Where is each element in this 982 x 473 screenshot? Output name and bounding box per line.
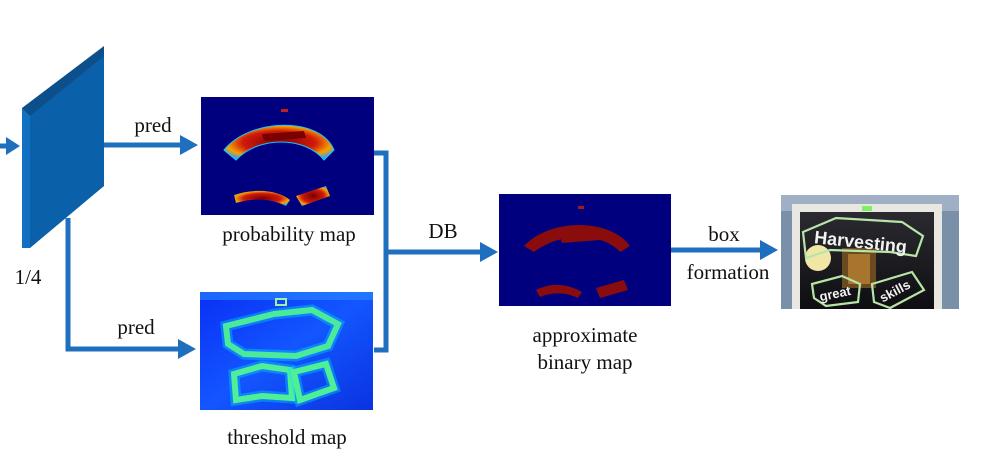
feature-map-front (30, 56, 104, 248)
probability-map-label: probability map (222, 222, 356, 246)
box-formation-arrow (671, 240, 778, 260)
probability-map-image (201, 97, 374, 215)
approximate-binary-map-image (499, 194, 671, 306)
db-merge-connector (374, 150, 498, 353)
box-formation-label-line1: box (708, 222, 740, 246)
threshold-map-image (200, 292, 373, 410)
approximate-binary-map-label-line2: binary map (537, 350, 632, 374)
output-photo: Harvesting great skills (781, 195, 959, 310)
db-label: DB (428, 219, 457, 243)
box-formation-label-line2: formation (687, 260, 770, 284)
pred-label-bottom: pred (117, 315, 155, 339)
approximate-binary-map-label-line1: approximate (533, 323, 638, 347)
pred-arrow-top (104, 135, 198, 155)
pred-arrow-bottom (65, 218, 196, 359)
scale-label: 1/4 (15, 265, 42, 289)
word-box-2 (810, 274, 862, 308)
word-box-3 (870, 270, 926, 310)
feature-map-block (22, 46, 104, 248)
word-box-1 (801, 216, 925, 260)
photo-word-2: great (818, 283, 853, 304)
input-arrow (0, 137, 20, 155)
threshold-map-label: threshold map (227, 425, 347, 449)
pred-label-top: pred (134, 113, 172, 137)
